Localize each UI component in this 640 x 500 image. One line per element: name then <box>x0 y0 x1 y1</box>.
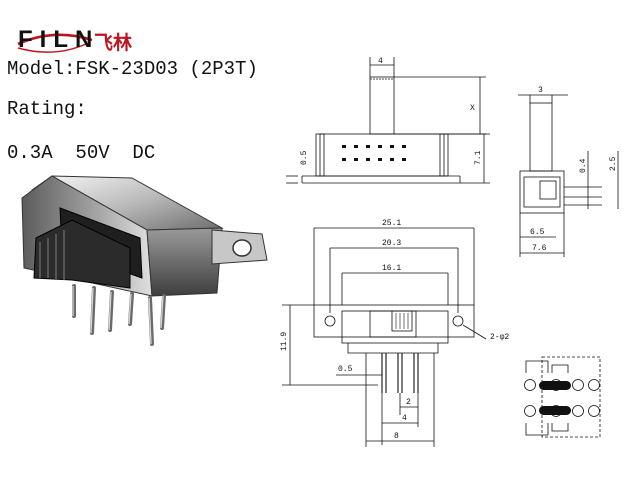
dimension-drawing: 4 X 0.5 7.1 <box>280 57 619 447</box>
side-view: 3 0.4 2.5 6.5 7.6 <box>518 86 619 257</box>
dim-top-height: 7.1 <box>474 150 483 165</box>
dim-actuator-width: 4 <box>378 57 383 66</box>
pin-layout <box>524 356 601 438</box>
dim-front-pin-span-small: 4 <box>402 414 407 423</box>
dim-front-total: 25.1 <box>382 219 401 228</box>
top-view: 4 X 0.5 7.1 <box>286 57 490 184</box>
dim-front-height: 11.9 <box>280 332 289 351</box>
logo-swoosh-icon <box>17 33 93 53</box>
switch-photo <box>21 175 268 346</box>
dim-side-depth-inner: 6.5 <box>530 228 545 237</box>
dim-travel: X <box>470 104 475 113</box>
logo-chinese-text: 飞林 <box>94 32 133 54</box>
brand-logo: FILN 飞林 <box>8 14 138 54</box>
dim-front-body: 16.1 <box>382 264 401 273</box>
dim-side-height: 2.5 <box>609 156 618 171</box>
dim-side-top: 3 <box>538 86 543 95</box>
dim-front-pin-span: 8 <box>394 432 399 441</box>
rating-values: 0.3A 50V DC <box>7 142 156 164</box>
front-view: 25.1 20.3 16.1 2-φ2 11.9 <box>280 219 509 447</box>
dim-front-pitch: 2 <box>406 398 411 407</box>
dim-front-pin-offset: 0.5 <box>338 365 353 374</box>
rating-label: Rating: <box>7 98 87 120</box>
dim-side-pin: 0.4 <box>579 158 588 173</box>
dim-front-holes-span: 20.3 <box>382 239 401 248</box>
model-label: Model:FSK-23D03 (2P3T) <box>7 58 258 80</box>
dim-side-depth-outer: 7.6 <box>532 244 547 253</box>
dim-front-holes: 2-φ2 <box>490 333 509 342</box>
dim-thickness: 0.5 <box>300 150 309 165</box>
logo-text: FILN <box>18 26 100 53</box>
